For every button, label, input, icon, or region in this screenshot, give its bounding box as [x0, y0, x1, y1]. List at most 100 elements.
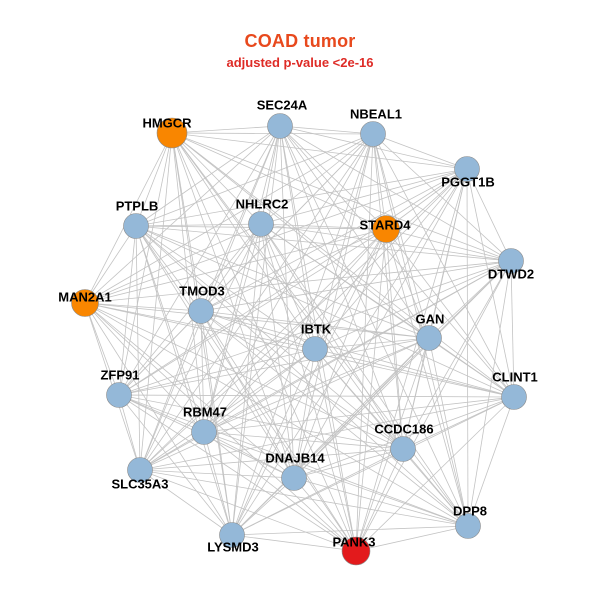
edge [231, 534, 357, 552]
edge [385, 228, 430, 339]
edge [231, 133, 374, 536]
node-hmgcr [156, 117, 188, 149]
edge [118, 225, 137, 396]
node-label-pank3: PANK3 [332, 534, 375, 549]
edge [139, 310, 202, 471]
edge [428, 260, 512, 339]
edge [171, 132, 387, 230]
edge [372, 133, 430, 339]
edge [84, 302, 233, 536]
edge [428, 337, 469, 527]
edge [293, 477, 469, 527]
edge [84, 223, 262, 304]
edge [402, 260, 512, 450]
node-label-slc35a3: SLC35A3 [111, 476, 168, 491]
edge [135, 225, 205, 433]
edge [135, 225, 512, 262]
edge [260, 168, 468, 225]
edge [279, 125, 512, 262]
edge [171, 125, 281, 134]
edge [203, 168, 468, 433]
edge [279, 125, 469, 527]
edge [84, 302, 120, 396]
edge [231, 348, 316, 536]
edge [84, 302, 404, 450]
edge [355, 448, 404, 552]
node-label-ccdc186: CCDC186 [374, 421, 433, 436]
edge [200, 310, 404, 450]
edge [203, 396, 515, 433]
edge [467, 396, 515, 527]
edge [84, 302, 202, 312]
edge [279, 125, 515, 398]
node-label-sec24a: SEC24A [257, 97, 308, 112]
edge [171, 132, 262, 225]
edge [385, 168, 468, 230]
node-label-dnajb14: DNAJB14 [265, 450, 325, 465]
node-slc35a3 [127, 457, 153, 483]
node-ibtk [302, 336, 328, 362]
edge [135, 225, 202, 312]
node-pggt1b [454, 156, 480, 182]
edge [279, 125, 430, 339]
edge [84, 228, 387, 304]
node-dtwd2 [498, 248, 524, 274]
edge [200, 228, 387, 312]
edge [171, 132, 469, 527]
edge [385, 228, 512, 262]
edge [510, 260, 515, 398]
node-clint1 [501, 384, 527, 410]
edge [171, 132, 515, 398]
edge [260, 223, 295, 479]
edge [139, 132, 173, 471]
edge [118, 310, 202, 396]
edge [118, 394, 404, 450]
edge [231, 448, 404, 536]
edge [135, 133, 374, 227]
edge [402, 337, 430, 450]
edge [84, 302, 316, 350]
edge [314, 133, 374, 350]
edge [279, 125, 387, 230]
edge [466, 168, 515, 398]
edge [118, 260, 512, 396]
node-tmod3 [188, 298, 214, 324]
node-ccdc186 [390, 436, 416, 462]
edge [372, 133, 515, 398]
edge [200, 310, 515, 398]
edge [467, 260, 512, 527]
edge [118, 394, 469, 527]
edge [372, 133, 468, 170]
node-label-dpp8: DPP8 [453, 503, 487, 518]
edge [84, 302, 515, 398]
edge [118, 394, 205, 433]
edge [200, 310, 316, 350]
edge [84, 302, 205, 433]
edge [293, 448, 404, 479]
edge [355, 396, 515, 552]
edge [118, 125, 281, 396]
edge [118, 337, 430, 396]
edge [293, 337, 430, 479]
node-label-nhlrc2: NHLRC2 [236, 196, 289, 211]
edge [203, 337, 430, 433]
edge [139, 448, 404, 471]
edge [203, 431, 404, 450]
edge [139, 228, 387, 471]
edge [139, 469, 469, 527]
edge [118, 228, 387, 396]
edge [171, 132, 316, 350]
edge [135, 225, 515, 398]
edge [466, 168, 469, 527]
edge [200, 310, 430, 339]
edge [135, 223, 262, 227]
node-stard4 [372, 215, 400, 243]
edge [279, 125, 468, 170]
edge [171, 132, 233, 536]
edge [200, 310, 295, 479]
node-sec24a [267, 113, 293, 139]
edge [84, 225, 137, 304]
edge [84, 302, 357, 552]
edge [118, 394, 515, 398]
